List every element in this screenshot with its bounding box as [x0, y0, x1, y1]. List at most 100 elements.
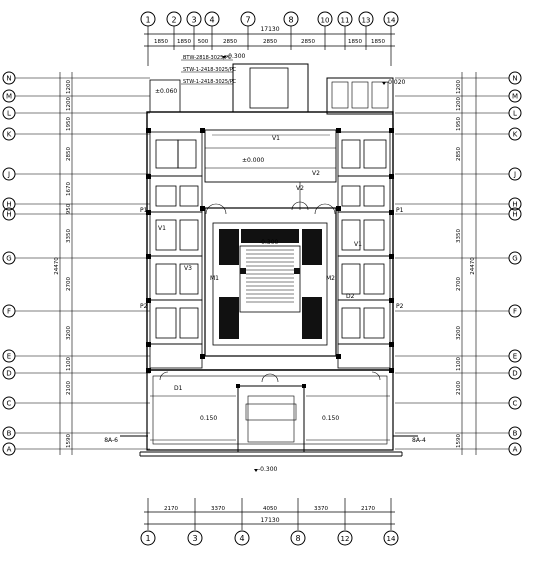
svg-text:8: 8	[295, 534, 300, 543]
elevation-courtyard: -0.300	[259, 239, 279, 246]
axis-bubble-left-G: G	[2, 251, 16, 265]
svg-text:D: D	[512, 370, 517, 378]
elevation-right-room: 0.150	[322, 415, 339, 422]
svg-text:3200: 3200	[66, 326, 72, 340]
elevation-triangles	[222, 56, 386, 472]
svg-text:V1: V1	[272, 135, 280, 142]
axis-bubble-right-M: M	[508, 89, 522, 103]
svg-text:C: C	[513, 400, 518, 408]
svg-text:A: A	[7, 446, 12, 454]
svg-text:12: 12	[341, 535, 350, 543]
bottom-axis-bubbles: 1 3 4 8 12 14	[140, 530, 399, 546]
axis-bubble-left-H2: H	[2, 207, 16, 221]
axis-bubble-bottom-1: 1	[140, 530, 156, 546]
axis-bubble-right-K: K	[508, 127, 522, 141]
top-total-dimension: 17130	[260, 26, 279, 33]
svg-text:H: H	[6, 201, 11, 209]
svg-text:1850: 1850	[348, 39, 362, 45]
left-axis-lines	[15, 72, 150, 455]
axis-bubble-top-1: 1	[140, 11, 156, 27]
axis-bubble-top-2: 2	[166, 11, 182, 27]
right-axis-bubbles: N M L K J H H G F E D C B A	[508, 71, 522, 456]
svg-text:D: D	[6, 370, 11, 378]
axis-bubble-bottom-14: 14	[383, 530, 399, 546]
dark-column-blocks	[219, 229, 322, 339]
bottom-total-dimension: 17130	[260, 517, 279, 524]
svg-text:24470: 24470	[54, 257, 60, 275]
svg-text:2850: 2850	[223, 39, 237, 45]
svg-text:V2: V2	[296, 185, 304, 192]
svg-text:2: 2	[171, 16, 176, 25]
svg-text:1200: 1200	[66, 80, 72, 94]
axis-bubble-left-E: E	[2, 349, 16, 363]
left-dimension-texts: 24470 1200 1200 1950 2850 1670 950 3350 …	[54, 80, 72, 448]
svg-text:C: C	[7, 400, 12, 408]
svg-text:950: 950	[66, 203, 72, 214]
axis-bubble-right-C: C	[508, 396, 522, 410]
axis-bubble-top-3: 3	[186, 11, 202, 27]
axis-bubble-top-13: 13	[358, 11, 374, 27]
svg-text:24470: 24470	[470, 257, 476, 275]
wall-columns	[146, 128, 394, 388]
right-axis-lines	[395, 72, 509, 455]
axis-bubble-bottom-8: 8	[290, 530, 306, 546]
svg-text:3: 3	[192, 534, 197, 543]
svg-text:2700: 2700	[66, 277, 72, 291]
svg-text:500: 500	[198, 39, 209, 45]
elevation-hall: ±0.000	[242, 157, 264, 164]
window-spec-notes: BTW-2818-3025/PC STW-1-2418-3025/PC STW-…	[181, 55, 237, 85]
svg-text:L: L	[513, 110, 517, 118]
axis-bubble-right-H2: H	[508, 207, 522, 221]
svg-text:P1: P1	[396, 207, 404, 214]
svg-text:K: K	[513, 131, 518, 139]
door-swings	[159, 201, 381, 383]
svg-text:1670: 1670	[66, 182, 72, 196]
svg-text:3: 3	[191, 16, 196, 25]
room-tags: V1 V2 V2 V3 V1 V1 D1 D2 P1 P1 P2 P2 M1 M…	[140, 135, 404, 392]
left-axis-bubbles: N M L K J H H G F E D C B A	[2, 71, 16, 456]
axis-bubble-bottom-12: 12	[337, 530, 353, 546]
svg-text:STW-1-2418-3025/PC: STW-1-2418-3025/PC	[183, 67, 237, 73]
svg-text:4: 4	[209, 16, 214, 25]
building-outline	[146, 63, 394, 453]
svg-text:1200: 1200	[66, 97, 72, 111]
porch-window-marks	[150, 395, 390, 441]
svg-text:D2: D2	[346, 293, 355, 300]
axis-bubble-top-14: 14	[383, 11, 399, 27]
axis-bubble-right-B: B	[508, 426, 522, 440]
svg-text:2170: 2170	[361, 506, 375, 512]
svg-text:2850: 2850	[66, 147, 72, 161]
svg-text:M1: M1	[210, 275, 219, 282]
axis-bubble-left-J: J	[2, 167, 16, 181]
central-courtyard	[204, 207, 337, 357]
axis-bubble-top-8: 8	[283, 11, 299, 27]
axis-bubble-left-N: N	[2, 71, 16, 85]
svg-text:V3: V3	[184, 265, 192, 272]
svg-text:G: G	[6, 255, 11, 263]
elevation-bottom-entry: -0.300	[258, 466, 278, 473]
svg-text:2100: 2100	[456, 381, 462, 395]
svg-text:4050: 4050	[263, 506, 277, 512]
svg-text:F: F	[7, 308, 11, 316]
svg-text:P1: P1	[140, 207, 148, 214]
svg-text:V2: V2	[312, 170, 320, 177]
svg-text:1850: 1850	[371, 39, 385, 45]
svg-text:2850: 2850	[263, 39, 277, 45]
svg-text:1200: 1200	[456, 80, 462, 94]
svg-text:E: E	[7, 353, 11, 361]
svg-text:F: F	[513, 308, 517, 316]
svg-text:G: G	[512, 255, 517, 263]
axis-bubble-left-L: L	[2, 106, 16, 120]
svg-text:1: 1	[145, 16, 150, 25]
axis-bubble-top-11: 11	[337, 11, 353, 27]
axis-bubble-top-10: 10	[317, 11, 333, 27]
svg-text:1200: 1200	[456, 97, 462, 111]
svg-text:3350: 3350	[66, 229, 72, 243]
svg-text:3200: 3200	[456, 326, 462, 340]
svg-text:B: B	[7, 430, 12, 438]
elevation-left-room: 0.150	[200, 415, 217, 422]
axis-bubble-left-B: B	[2, 426, 16, 440]
axis-bubble-left-C: C	[2, 396, 16, 410]
axis-bubble-bottom-3: 3	[187, 530, 203, 546]
svg-text:4: 4	[239, 534, 244, 543]
